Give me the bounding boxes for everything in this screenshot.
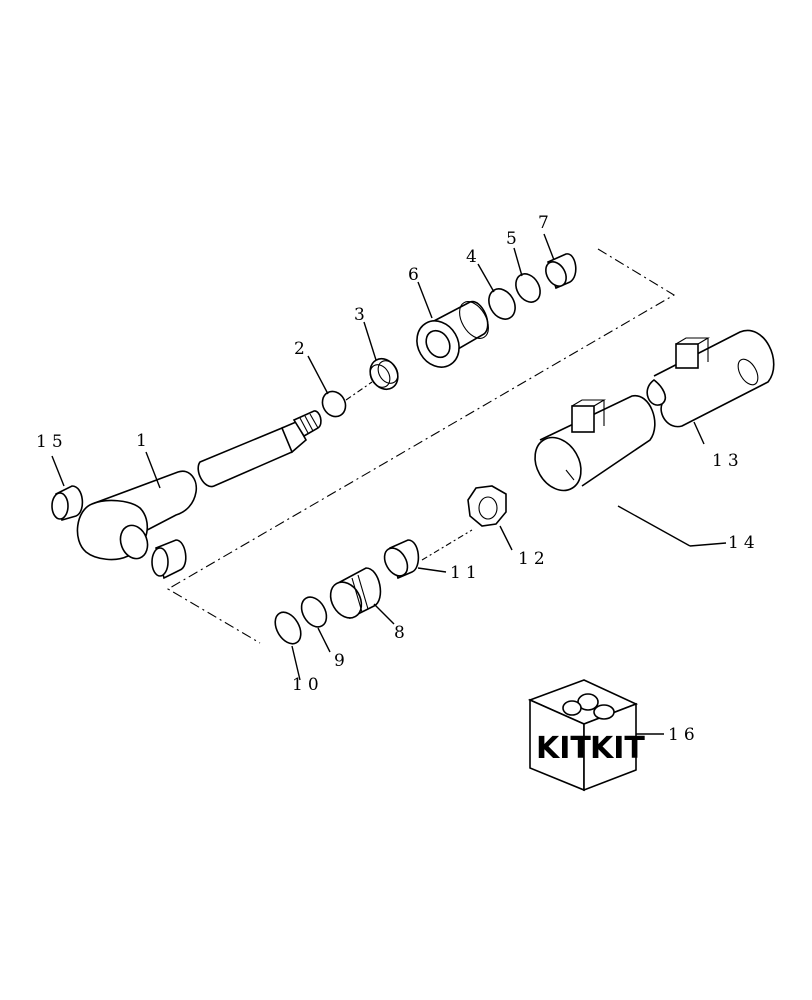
part-16-kit-box: KIT KIT — [527, 679, 645, 792]
callout-5: 5 — [506, 229, 522, 249]
part-8-piston — [329, 567, 382, 620]
part-1-rod-eye — [76, 426, 296, 561]
callout-12: 12 — [518, 549, 550, 569]
callout-2: 2 — [294, 339, 310, 359]
leader-lines — [51, 233, 727, 735]
callout-6: 6 — [408, 265, 424, 285]
part-7-bushing — [545, 253, 577, 290]
part-10-ring — [274, 611, 302, 645]
part-1-rod-thread — [280, 410, 322, 454]
part-3-wiper — [369, 357, 399, 391]
part-11-collar — [383, 539, 420, 580]
kit-label-left: KIT — [536, 731, 591, 766]
callout-14: 14 — [728, 533, 760, 553]
callout-11: 11 — [450, 563, 482, 583]
callout-3: 3 — [354, 305, 370, 325]
callout-1: 1 — [136, 431, 152, 451]
part-15-bushing — [51, 485, 84, 522]
callout-15: 15 — [36, 432, 68, 452]
callout-16: 16 — [668, 725, 700, 745]
part-6-gland — [416, 301, 489, 368]
part-13-barrel — [646, 329, 775, 428]
callout-8: 8 — [394, 623, 410, 643]
callout-7: 7 — [538, 213, 554, 233]
callout-9: 9 — [334, 651, 350, 671]
kit-label-right: KIT — [590, 731, 645, 766]
part-12-nut — [467, 485, 507, 527]
axis-line-lower — [421, 529, 473, 561]
assembly-boundary — [166, 248, 676, 644]
callout-13: 13 — [712, 451, 744, 471]
callout-4: 4 — [466, 247, 482, 267]
part-9-ring — [300, 596, 328, 628]
part-4-ring — [488, 288, 516, 320]
part-2-seal — [321, 390, 347, 418]
axis-line-upper — [345, 381, 373, 401]
part-5-ring — [515, 273, 541, 303]
part-14-tube — [534, 395, 656, 492]
callout-10: 10 — [292, 675, 324, 695]
part-1-bushing — [151, 539, 187, 580]
